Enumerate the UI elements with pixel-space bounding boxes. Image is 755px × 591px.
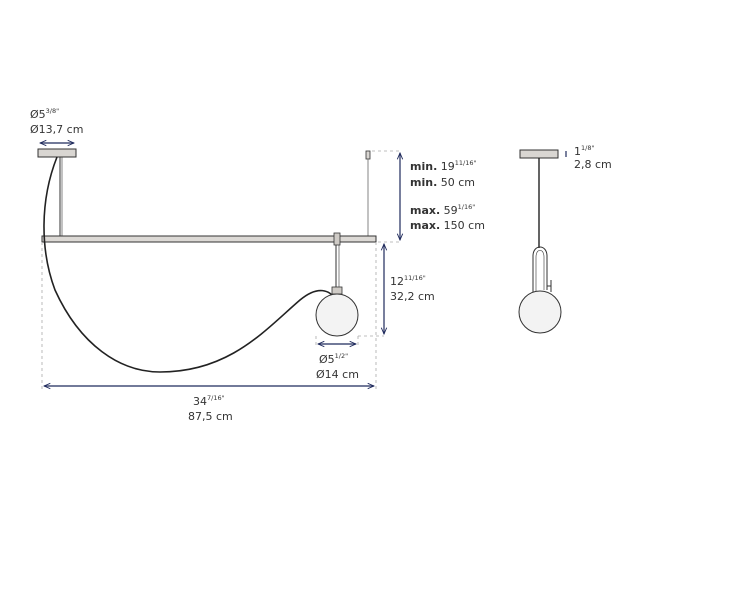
globe-diameter-inch-label: Ø51/2" bbox=[319, 352, 348, 366]
front-view bbox=[37, 143, 400, 390]
power-cord bbox=[43, 156, 337, 373]
height-max-inch-label: max. 591/16" bbox=[410, 203, 475, 217]
cable-clamp bbox=[365, 150, 371, 160]
side-glass-globe bbox=[518, 290, 562, 334]
total-width-metric-label: 87,5 cm bbox=[188, 410, 233, 423]
side-canopy-height-metric-label: 2,8 cm bbox=[574, 158, 612, 171]
height-max-metric-label: max. 150 cm bbox=[410, 219, 485, 232]
canopy-diameter-inch-label: Ø53/8" bbox=[30, 107, 59, 121]
side-canopy-height-inch-label: 11/8" bbox=[574, 144, 594, 158]
side-hook bbox=[535, 249, 545, 292]
side-hook bbox=[532, 246, 548, 292]
canopy bbox=[37, 148, 77, 158]
arm-joint bbox=[333, 232, 341, 246]
drop-metric-label: 32,2 cm bbox=[390, 290, 435, 303]
side-view-labels: 11/8" 2,8 cm bbox=[574, 144, 612, 171]
globe-diameter-metric-label: Ø14 cm bbox=[316, 368, 359, 381]
glass-globe bbox=[315, 293, 359, 337]
front-view-labels: Ø53/8" Ø13,7 cm min. 1911/16" min. 50 cm… bbox=[30, 107, 485, 423]
drop-inch-label: 1211/16" bbox=[390, 274, 426, 288]
side-view bbox=[518, 149, 567, 334]
total-width-inch-label: 347/16" bbox=[193, 394, 225, 408]
side-canopy bbox=[519, 149, 559, 159]
height-min-inch-label: min. 1911/16" bbox=[410, 159, 476, 173]
canopy-diameter-metric-label: Ø13,7 cm bbox=[30, 123, 83, 136]
globe-socket bbox=[331, 286, 343, 295]
horizontal-arm bbox=[41, 235, 377, 243]
height-min-metric-label: min. 50 cm bbox=[410, 176, 475, 189]
